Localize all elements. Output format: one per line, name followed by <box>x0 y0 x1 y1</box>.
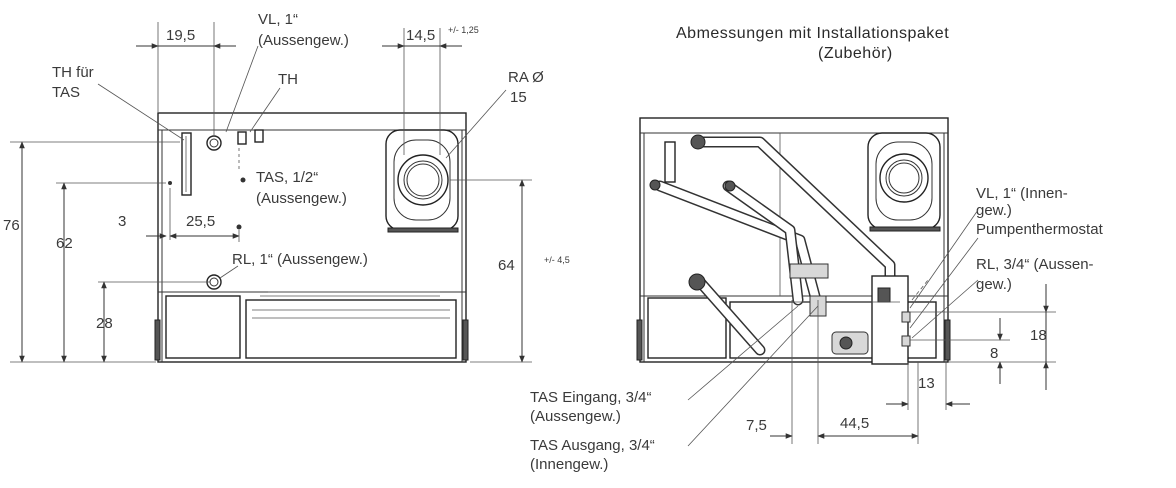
left-bottom-box <box>165 295 241 359</box>
left-bottom-tray <box>245 299 457 359</box>
dim-7-5: 7,5 <box>746 417 767 434</box>
left-unit-drawing: 19,5 VL, 1“ (Aussengew.) TH 14,5 +/- 1,2… <box>3 11 570 363</box>
dim-13: 13 <box>918 375 935 392</box>
tas-out-label-line1: TAS Ausgang, 3/4“ <box>530 437 655 454</box>
tas-label-line1: TAS, 1/2“ <box>256 169 318 186</box>
ra-label-line2: 15 <box>510 89 527 106</box>
right-rl-label-line2: gew.) <box>976 276 1012 293</box>
pump-thermostat-label: Pumpenthermostat <box>976 221 1104 238</box>
th-tas-sensor <box>181 132 192 196</box>
tas-out-label-line2: (Innengew.) <box>530 456 608 473</box>
vl-label-line1: VL, 1“ <box>258 11 298 28</box>
th-tas-label-line2: TAS <box>52 84 80 101</box>
rl-label: RL, 1“ (Aussengew.) <box>232 251 368 268</box>
dim-14-5: 14,5 <box>406 27 435 44</box>
dim-44-5: 44,5 <box>840 415 869 432</box>
tas-in-label-line1: TAS Eingang, 3/4“ <box>530 389 651 406</box>
dim-18: 18 <box>1030 327 1047 344</box>
right-vl-label-line2: gew.) <box>976 202 1012 219</box>
right-unit-drawing: Abmessungen mit Installationspaket (Zube… <box>530 25 1104 473</box>
th-tas-label-line1: TH für <box>52 64 94 81</box>
ra-exhaust-port <box>397 154 449 206</box>
dim-62: 62 <box>56 235 73 252</box>
right-rl-label-line1: RL, 3/4“ (Aussen- <box>976 256 1094 273</box>
dim-8: 8 <box>990 345 998 362</box>
ra-label-line1: RA Ø <box>508 69 544 86</box>
tas-in-label-line2: (Aussengew.) <box>530 408 621 425</box>
tas-label-line2: (Aussengew.) <box>256 190 347 207</box>
dim-64: 64 <box>498 257 515 274</box>
dim-76: 76 <box>3 217 20 234</box>
th-label: TH <box>278 71 298 88</box>
right-vl-label-line1: VL, 1“ (Innen- <box>976 185 1068 202</box>
vl-connection <box>206 135 222 151</box>
dim-19-5: 19,5 <box>166 27 195 44</box>
dim-14-5-tolerance: +/- 1,25 <box>448 25 479 35</box>
title-line2: (Zubehör) <box>818 45 893 62</box>
vl-label-line2: (Aussengew.) <box>258 32 349 49</box>
dim-28: 28 <box>96 315 113 332</box>
dim-64-tolerance: +/- 4,5 <box>544 255 570 265</box>
dim-25-5: 25,5 <box>186 213 215 230</box>
title-line1: Abmessungen mit Installationspaket <box>676 25 949 42</box>
dim-3: 3 <box>118 213 126 230</box>
